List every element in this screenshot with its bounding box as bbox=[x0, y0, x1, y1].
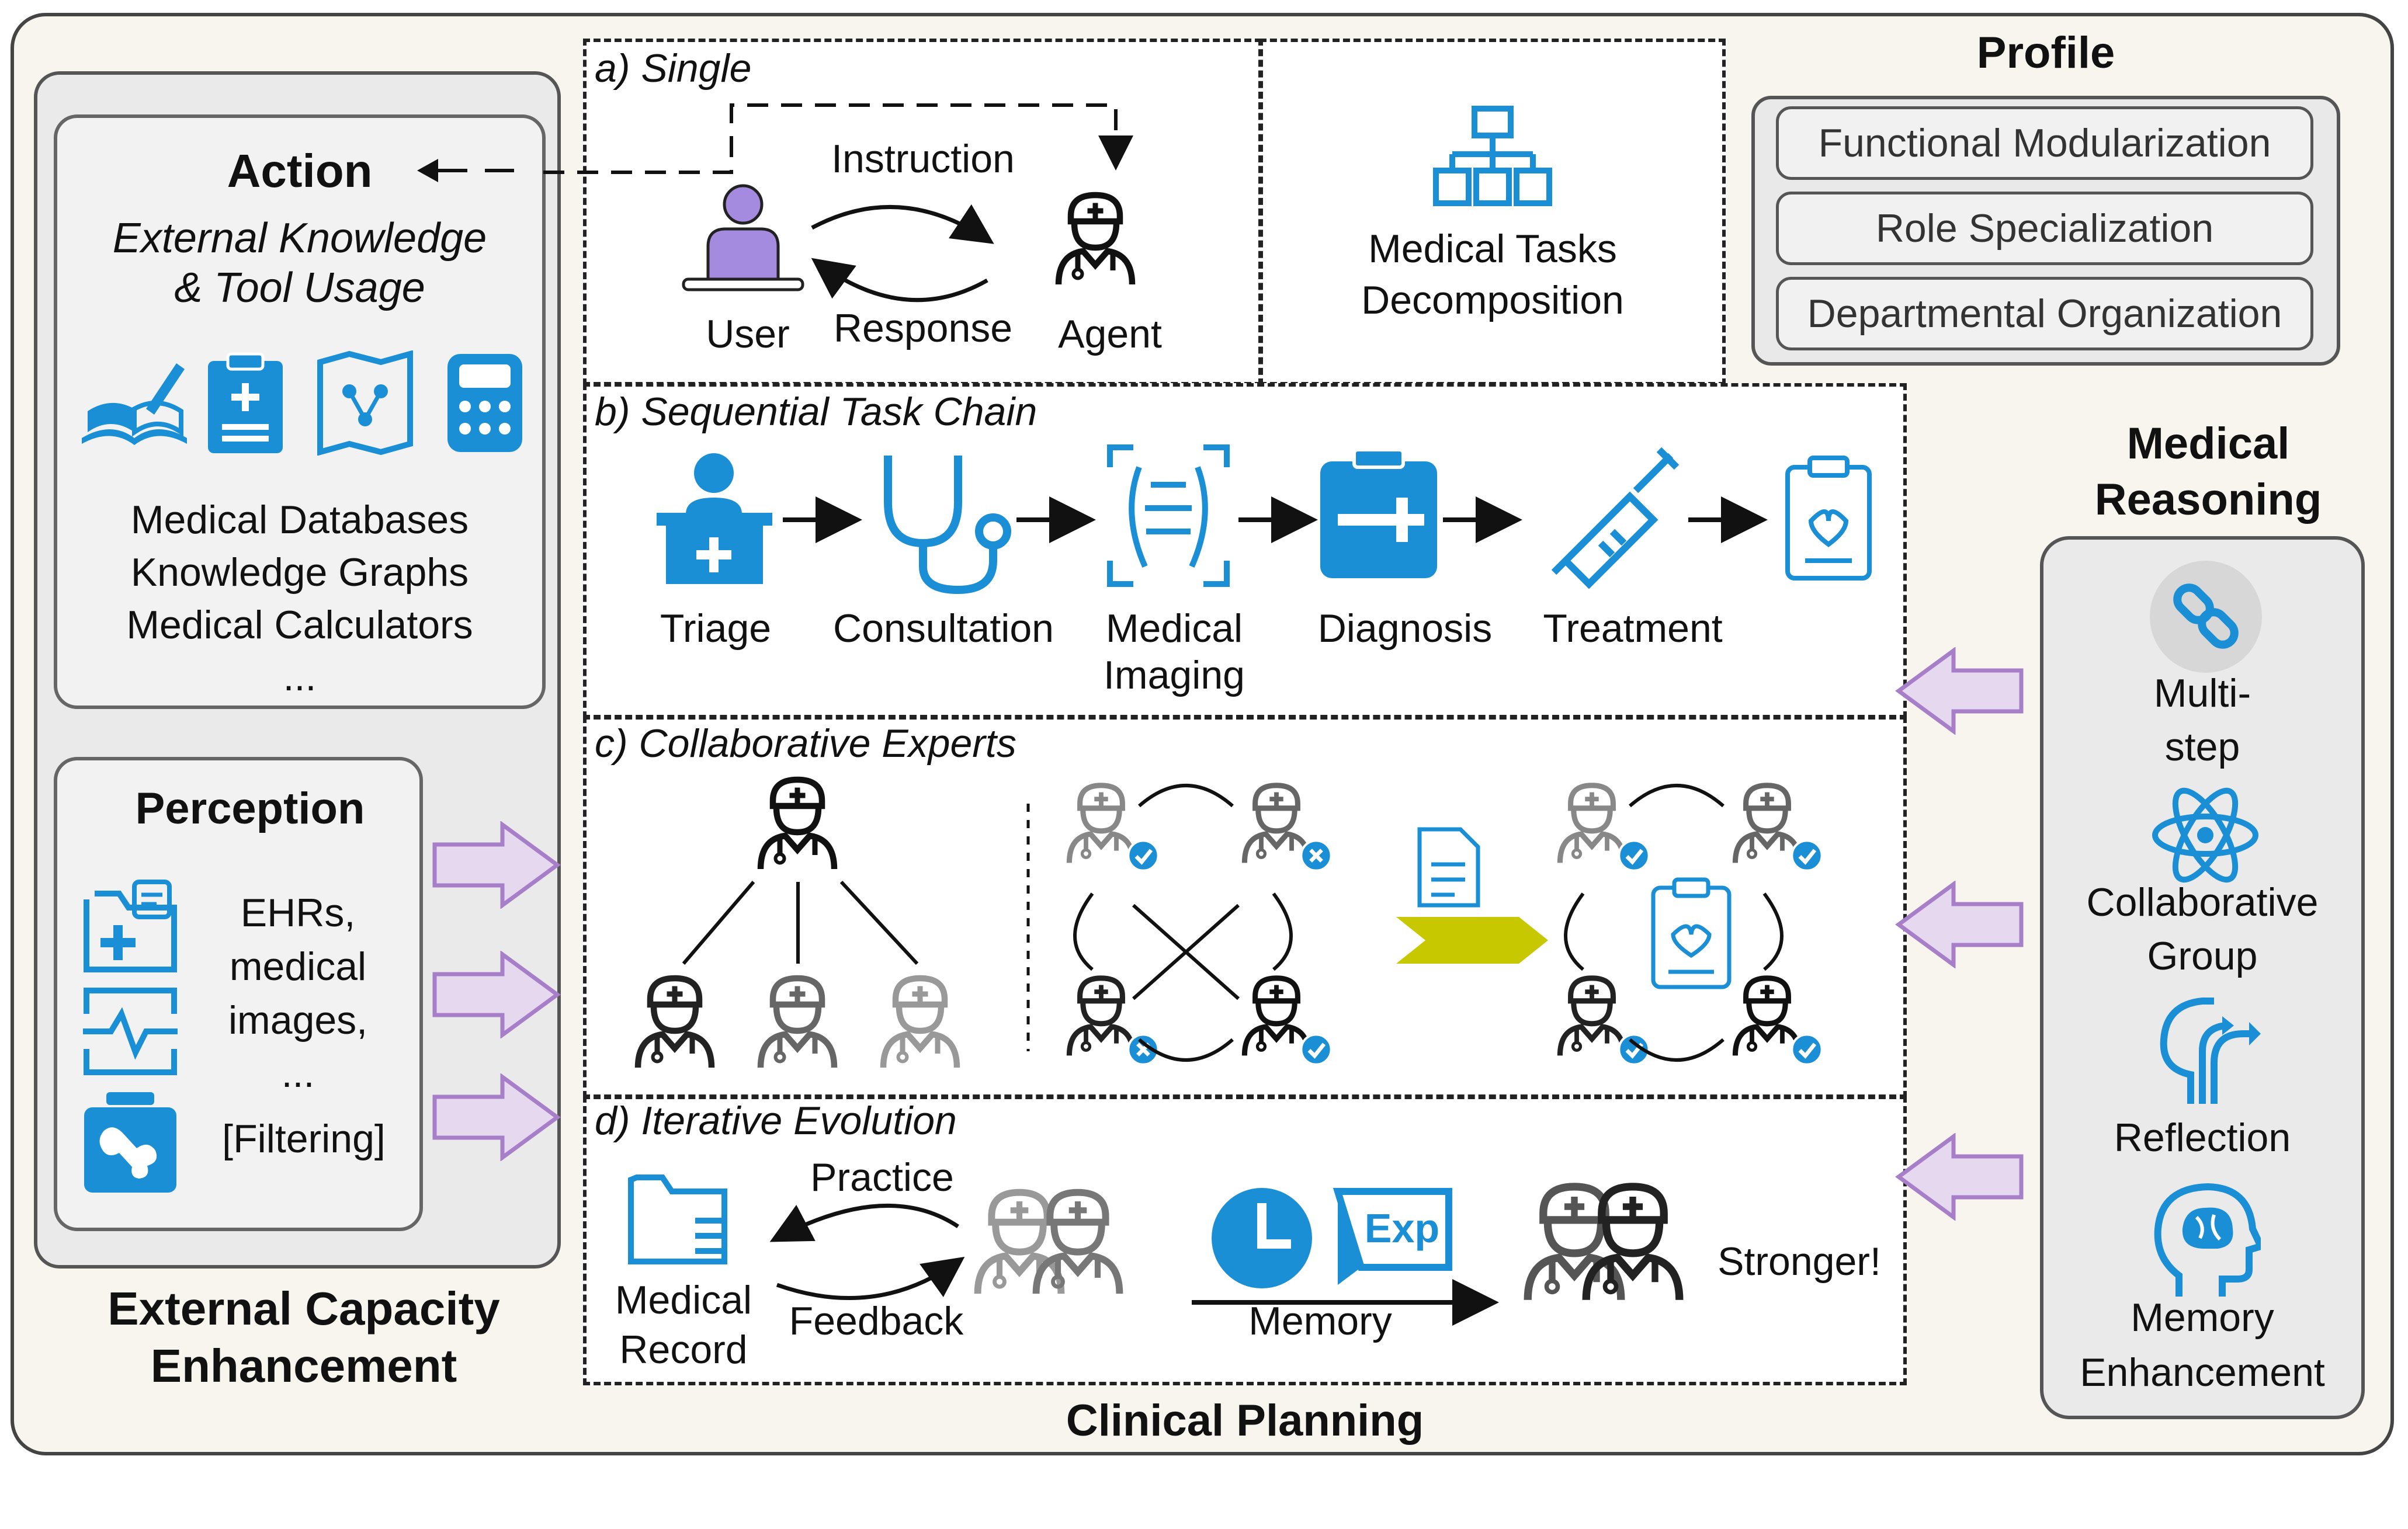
knowledge-map-icon bbox=[317, 350, 413, 456]
external-capacity-title: External Capacity Enhancement bbox=[107, 1283, 500, 1392]
hierarchy-icon bbox=[1433, 106, 1552, 206]
perception-arrow-3 bbox=[432, 1073, 561, 1161]
action-resources: Medical Databases Knowledge Graphs Medic… bbox=[126, 498, 473, 700]
tasks-decomposition-box bbox=[1259, 39, 1726, 385]
tasks-decomposition-label: Medical Tasks Decomposition bbox=[1361, 227, 1624, 323]
medical-reasoning-panel bbox=[2040, 536, 2365, 1419]
profile-item-departmental-organization: Departmental Organization bbox=[1776, 277, 2313, 350]
reasoning-arrow-1 bbox=[1895, 647, 2024, 735]
calculator-icon bbox=[447, 354, 522, 452]
brain-head-icon bbox=[2154, 1183, 2261, 1297]
single-agent-diagram bbox=[543, 103, 1256, 303]
chain-link-icon bbox=[2150, 561, 2262, 673]
medical-record-icon bbox=[628, 1174, 727, 1264]
syringe-icon bbox=[1551, 447, 1680, 589]
reflection-icon bbox=[2160, 998, 2261, 1104]
exp-text: Exp bbox=[1364, 1205, 1440, 1251]
step-triage: Triage bbox=[660, 606, 772, 651]
document-icon bbox=[1417, 827, 1480, 908]
step-medical-imaging: Medical Imaging bbox=[1104, 606, 1245, 698]
consensus-report-icon bbox=[1651, 877, 1732, 989]
stethoscope-icon bbox=[884, 456, 1011, 595]
triage-icon bbox=[657, 453, 772, 584]
step-diagnosis: Diagnosis bbox=[1317, 606, 1493, 651]
step-consultation: Consultation bbox=[832, 606, 1054, 651]
medical-imaging-icon bbox=[1107, 444, 1230, 587]
instruction-label: Instruction bbox=[831, 137, 1015, 181]
action-title: Action bbox=[227, 145, 373, 197]
ecg-monitor-icon bbox=[83, 988, 178, 1075]
exp-icon bbox=[1333, 1188, 1452, 1285]
feedback-label: Feedback bbox=[789, 1299, 964, 1343]
profile-title: Profile bbox=[1976, 28, 2115, 78]
atom-icon bbox=[2152, 787, 2258, 883]
response-label: Response bbox=[833, 306, 1013, 350]
collaborative-diagram bbox=[608, 765, 1904, 1092]
sequential-label: b) Sequential Task Chain bbox=[595, 390, 1038, 434]
clipboard-icon bbox=[208, 352, 283, 453]
action-subtitle: External Knowledge & Tool Usage bbox=[112, 215, 487, 311]
action-arrow bbox=[417, 159, 514, 182]
medical-folder-icon bbox=[84, 880, 177, 972]
perception-filtering: [Filtering] bbox=[222, 1117, 386, 1161]
profile-item-role-specialization: Role Specialization bbox=[1776, 192, 2313, 265]
clinical-planning-title: Clinical Planning bbox=[1066, 1396, 1424, 1445]
reasoning-arrow-2 bbox=[1895, 881, 2024, 968]
diagnosis-icon bbox=[1320, 448, 1437, 578]
reasoning-multi-step: Multi- step bbox=[2153, 671, 2251, 769]
perception-title: Perception bbox=[135, 784, 365, 833]
perception-arrow-2 bbox=[432, 951, 561, 1038]
perception-inputs: EHRs, medical images, ... bbox=[228, 891, 368, 1096]
reasoning-reflection: Reflection bbox=[2114, 1116, 2291, 1160]
medical-reasoning-title: Medical Reasoning bbox=[2094, 419, 2322, 524]
perception-arrow-1 bbox=[432, 821, 561, 909]
sequential-box bbox=[583, 383, 1907, 718]
stronger-label: Stronger! bbox=[1717, 1239, 1881, 1284]
yellow-arrow bbox=[1396, 917, 1548, 964]
single-box bbox=[583, 39, 1262, 385]
reasoning-arrow-3 bbox=[1895, 1133, 2024, 1221]
memory-label: Memory bbox=[1248, 1299, 1392, 1343]
user-label: User bbox=[706, 312, 790, 356]
clock-icon bbox=[1212, 1188, 1312, 1288]
reasoning-collaborative-group: Collaborative Group bbox=[2086, 880, 2319, 978]
medical-record-label: Medical Record bbox=[615, 1278, 752, 1372]
xray-icon bbox=[84, 1092, 176, 1193]
iterative-label: d) Iterative Evolution bbox=[595, 1099, 957, 1143]
iterative-diagram bbox=[628, 1174, 1893, 1326]
step-treatment: Treatment bbox=[1543, 606, 1723, 651]
practice-label: Practice bbox=[810, 1155, 954, 1200]
reasoning-memory-enhancement: Memory Enhancement bbox=[2080, 1295, 2325, 1395]
report-icon bbox=[1785, 456, 1872, 581]
collaborative-label: c) Collaborative Experts bbox=[595, 721, 1016, 766]
agent-label: Agent bbox=[1058, 312, 1162, 356]
book-icon bbox=[82, 363, 187, 445]
profile-item-functional-modularization: Functional Modularization bbox=[1776, 106, 2313, 180]
single-label: a) Single bbox=[595, 46, 752, 91]
task-chain-icons bbox=[657, 444, 1872, 595]
